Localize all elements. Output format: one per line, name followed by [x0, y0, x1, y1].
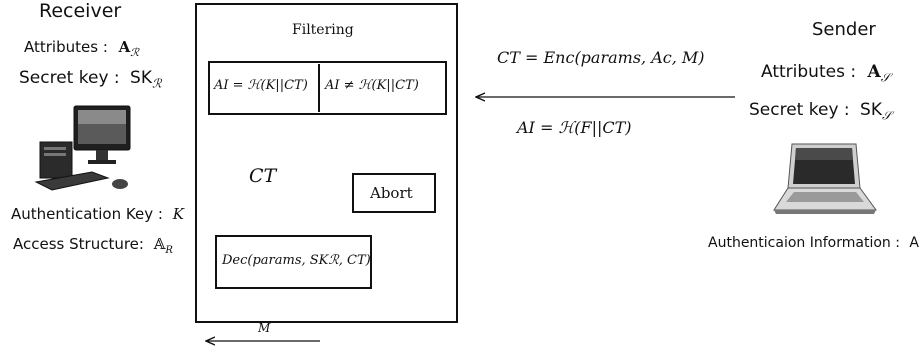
- receiver-secret-key-label: Secret key :: [19, 68, 120, 88]
- receiver-title: Receiver: [39, 0, 122, 22]
- receiver-attributes-subscript: ℛ: [130, 46, 140, 59]
- sender-auth-info: Authenticaion Information : AI: [708, 235, 920, 251]
- receiver-attributes-label: Attributes :: [24, 38, 108, 56]
- sender-attributes: Attributes : A𝒮: [761, 62, 890, 85]
- receiver-secret-key-value: SK: [130, 68, 152, 88]
- condition-box: [208, 61, 447, 115]
- sender-secret-key-subscript: 𝒮: [882, 108, 892, 123]
- ct-label: CT: [249, 165, 277, 187]
- condition-divider: [318, 64, 320, 112]
- output-label: M: [258, 321, 271, 335]
- laptop-icon: [773, 143, 877, 214]
- auth-info-label: AI = ℋ(F||CT): [517, 118, 632, 137]
- sender-auth-info-value: AI: [909, 235, 920, 251]
- decryption-box: [215, 235, 372, 289]
- filtering-title: Filtering: [292, 22, 354, 38]
- abort-label: Abort: [370, 184, 413, 202]
- receiver-access-structure-subscript: R: [165, 245, 173, 256]
- receiver-access-structure-label: Access Structure:: [13, 235, 144, 253]
- decryption-label: Dec(params, SKℛ, CT): [222, 253, 371, 268]
- receiver-auth-key-label: Authentication Key :: [11, 205, 163, 223]
- receiver-access-structure-value: 𝔸: [153, 235, 166, 253]
- sender-auth-info-label: Authenticaion Information :: [708, 235, 900, 251]
- receiver-auth-key: Authentication Key : K: [11, 205, 184, 223]
- receiver-secret-key-subscript: ℛ: [152, 76, 162, 91]
- receiver-attributes: Attributes : Aℛ: [24, 38, 139, 59]
- sender-attributes-label: Attributes :: [761, 62, 857, 82]
- receiver-secret-key: Secret key : SKℛ: [19, 68, 162, 90]
- abort-box: [352, 173, 436, 213]
- desktop-computer-icon: [34, 105, 131, 191]
- sender-title: Sender: [812, 19, 876, 40]
- receiver-auth-key-value: K: [172, 205, 184, 223]
- receiver-access-structure: Access Structure: 𝔸R: [13, 235, 173, 256]
- ciphertext-label: CT = Enc(params, Ac, M): [497, 48, 705, 67]
- receiver-attributes-value: A: [118, 38, 131, 56]
- condition-equal: AI = ℋ(K||CT): [214, 78, 308, 93]
- sender-attributes-value: A: [867, 62, 881, 82]
- sender-attributes-subscript: 𝒮: [880, 70, 890, 85]
- sender-secret-key-value: SK: [860, 100, 882, 120]
- sender-secret-key: Secret key : SK𝒮: [749, 100, 891, 123]
- sender-secret-key-label: Secret key :: [749, 100, 850, 120]
- condition-not-equal: AI ≠ ℋ(K||CT): [325, 78, 419, 93]
